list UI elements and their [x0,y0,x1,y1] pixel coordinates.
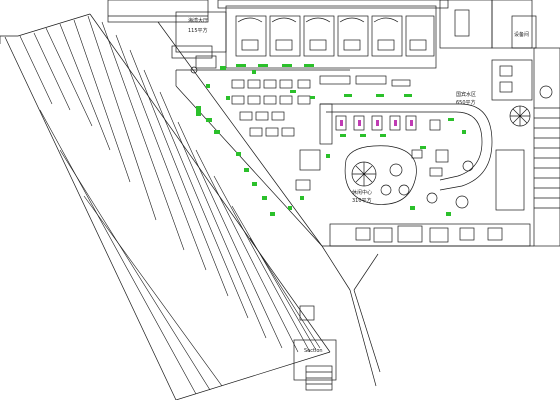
pool-area-label: 650平方 [456,99,476,106]
dining-hall [175,69,411,247]
green-fixtures [196,64,466,216]
corridor-label: Section [304,348,323,354]
lobby-name-label: 海湾大厅 [188,17,208,24]
bottom-strip [322,223,534,247]
room-row [235,15,435,57]
lower-corridor [293,245,381,391]
jacuzzi-area [344,145,474,209]
hall-area-label: 310平方 [352,197,372,204]
parking-stalls [19,15,321,395]
palm-plant [509,85,553,127]
pool [319,103,493,191]
right-wing [491,47,560,247]
hall-name-label: 休闲中心 [352,189,372,196]
parking-wedge [0,13,331,400]
upper-block [107,0,537,69]
pool-name-label: 国宾水区 [456,91,476,98]
pool-fixtures [340,120,413,126]
lobby-area-label: 115平方 [188,27,208,34]
equipment-room-label: 设备间 [514,31,529,38]
